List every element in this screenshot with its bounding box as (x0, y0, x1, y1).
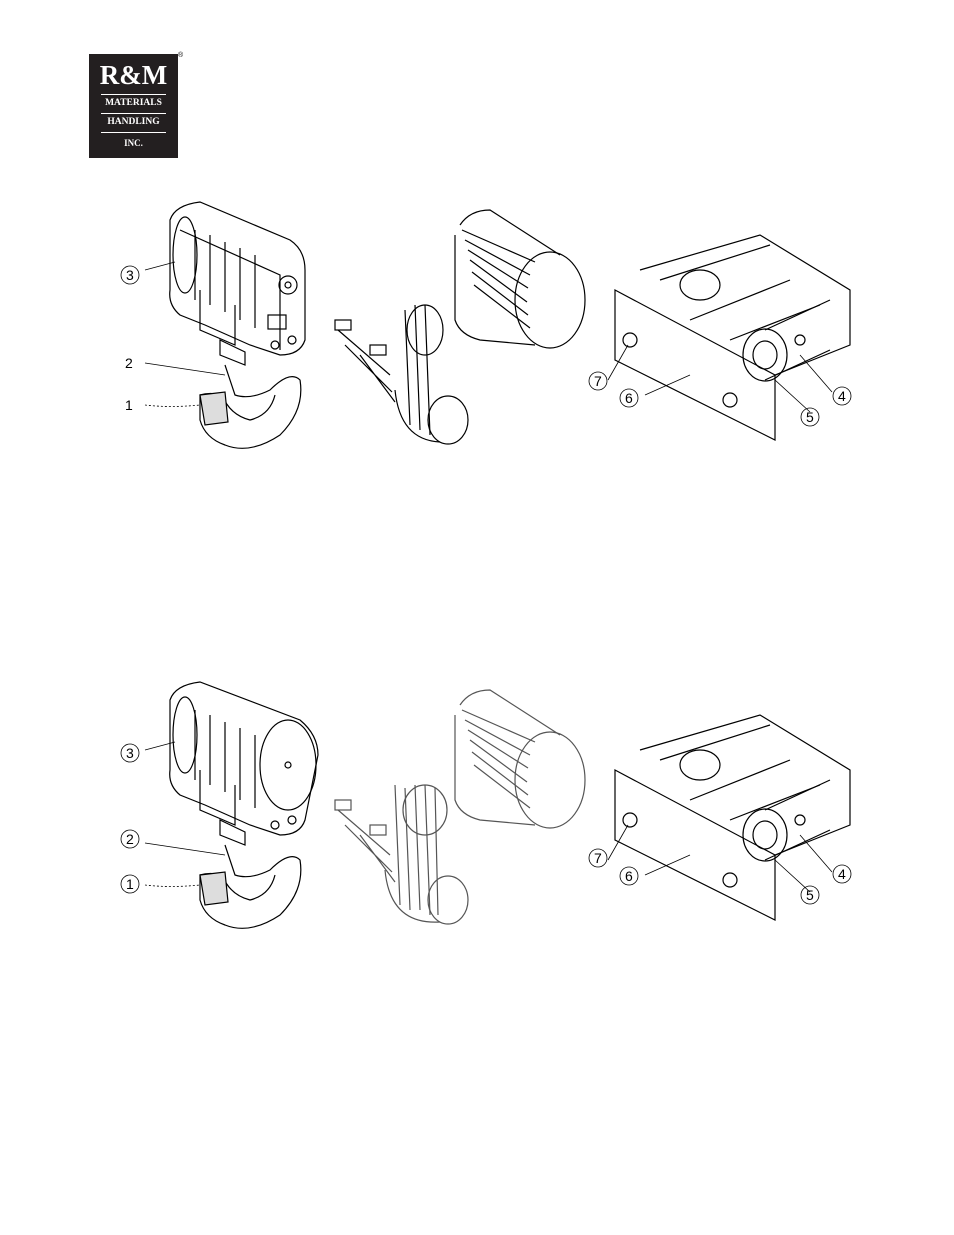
callout-4: 4 (838, 866, 846, 882)
company-logo: R&M MATERIALS HANDLING INC. (89, 54, 178, 158)
callout-4: 4 (838, 388, 846, 404)
callout-2: 2 (125, 355, 133, 371)
leader-line-2 (145, 363, 225, 375)
parts-drawing: 1 2 3 4 5 6 7 (0, 660, 954, 990)
callout-6: 6 (625, 868, 633, 884)
callout-5: 5 (806, 409, 814, 425)
callout-6: 6 (625, 390, 633, 406)
leader-line-5 (775, 860, 810, 892)
parts-figure-2: 1 2 3 4 5 6 7 (0, 660, 954, 990)
rope-drum-drawing (335, 690, 585, 924)
registered-mark: ® (178, 52, 183, 59)
leader-line-1 (145, 405, 200, 407)
hook-block-drawing (170, 202, 305, 448)
leader-line-5 (775, 380, 810, 412)
logo-divider (101, 113, 166, 114)
leader-line-7 (608, 825, 628, 860)
parts-figure-1: 1 2 3 4 5 6 7 (0, 180, 954, 510)
sheave-bracket-drawing (615, 715, 850, 920)
hook-block-drawing (170, 682, 318, 928)
logo-line-inc: INC. (89, 138, 178, 148)
callout-5: 5 (806, 887, 814, 903)
callout-7: 7 (594, 850, 602, 866)
logo-line-materials: MATERIALS (89, 98, 178, 108)
parts-drawing: 1 2 3 4 5 6 7 (0, 180, 954, 510)
callout-3: 3 (126, 267, 134, 283)
callout-2: 2 (126, 831, 134, 847)
leader-line-4 (800, 835, 832, 872)
callout-1: 1 (125, 397, 133, 413)
rope-drum-drawing (335, 210, 585, 444)
logo-divider (101, 132, 166, 133)
leader-line-2 (145, 843, 225, 855)
leader-line-7 (608, 345, 628, 380)
logo-brand: R&M (89, 60, 178, 91)
leader-line-1 (145, 885, 200, 887)
callout-1: 1 (126, 876, 134, 892)
callout-3: 3 (126, 745, 134, 761)
callout-7: 7 (594, 373, 602, 389)
leader-line-4 (800, 355, 832, 392)
logo-divider (101, 94, 166, 95)
logo-line-handling: HANDLING (89, 117, 178, 127)
